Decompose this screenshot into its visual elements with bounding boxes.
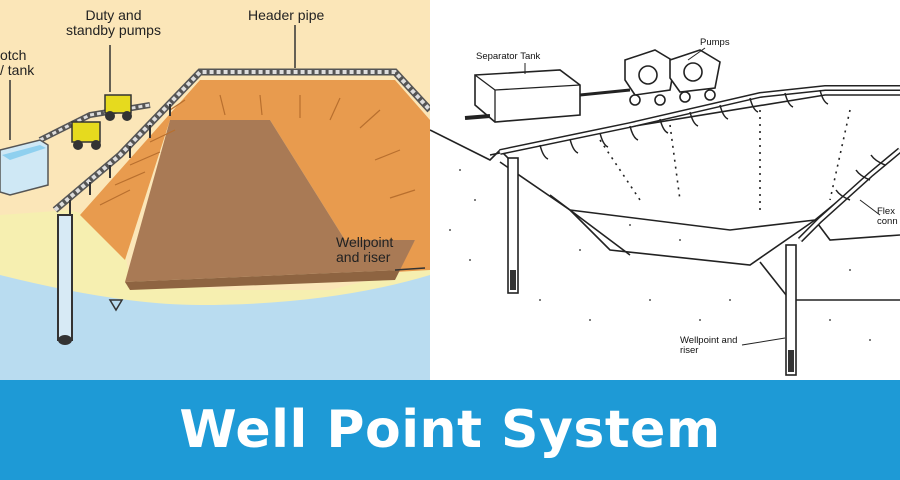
flex-connection-label: Flex conn [877, 206, 898, 228]
header-pipe-label: Header pipe [248, 7, 325, 23]
flexible-connectors [539, 89, 886, 201]
pumps-label-right: Pumps [700, 37, 730, 48]
slope-hatching [99, 94, 416, 206]
wellpoint-riser-label-right: Wellpoint and riser [680, 335, 738, 357]
pumps-label: Duty and standby pumps [66, 7, 161, 39]
pump-units [71, 94, 132, 150]
left-diagram-panel: Duty and standby pumps otch / tank Heade… [0, 0, 430, 380]
soil-speckle [449, 169, 871, 341]
title-banner: Well Point System [0, 380, 900, 480]
separator-tank-label: Separator Tank [476, 51, 541, 62]
pump-units [624, 49, 721, 106]
wellpoint-cross-section-illustration [0, 0, 430, 380]
tank-label: otch / tank [0, 47, 35, 79]
wellpoint-label: Wellpoint and riser [336, 234, 394, 266]
riser-pipes [69, 104, 171, 215]
wellpoint-line-drawing-illustration [430, 47, 900, 376]
banner-title: Well Point System [179, 400, 721, 460]
right-diagram-panel: Separator Tank Pumps Flex conn Wellpoint… [430, 0, 900, 380]
